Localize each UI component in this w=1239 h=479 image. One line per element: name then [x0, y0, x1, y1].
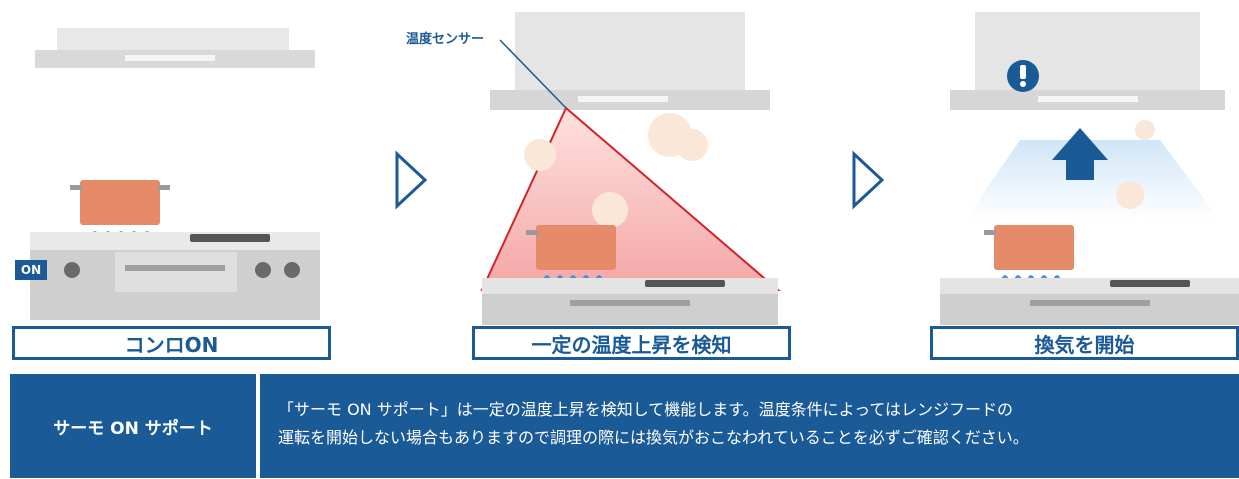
- chevron-right-icon: [850, 150, 886, 214]
- scene-ventilation: [920, 0, 1239, 325]
- on-badge: ON: [15, 260, 47, 280]
- scene-sensor-detect: [460, 0, 800, 325]
- chevron-right-icon: [393, 150, 429, 214]
- chevron-right-icon-shape: [852, 150, 885, 210]
- step-label-stove-on: コンロON: [12, 326, 331, 360]
- footer-line-2: 運転を開始しない場合もありますので調理の際には換気がおこなわれていることを必ずご…: [278, 428, 1029, 447]
- up-arrow-icon: [1052, 128, 1108, 180]
- scene-ventilation-illustration: [940, 12, 1239, 325]
- step-label-ventilate: 換気を開始: [930, 326, 1239, 360]
- footer-title: サーモ ON サポート: [10, 374, 256, 478]
- scene-stove-on: ON: [0, 0, 340, 325]
- footer: サーモ ON サポート 「サーモ ON サポート」は一定の温度上昇を検知して機能…: [10, 374, 1239, 479]
- footer-description: 「サーモ ON サポート」は一定の温度上昇を検知して機能します。温度条件によって…: [260, 374, 1239, 478]
- chevron-right-icon-shape: [395, 150, 428, 210]
- footer-line-1: 「サーモ ON サポート」は一定の温度上昇を検知して機能します。温度条件によって…: [278, 400, 1014, 419]
- scene-stove-on-illustration: [30, 28, 320, 320]
- step-label-detect: 一定の温度上昇を検知: [472, 326, 791, 360]
- scene-sensor-detect-illustration: [480, 12, 781, 325]
- sensor-label: 温度センサー: [406, 32, 485, 47]
